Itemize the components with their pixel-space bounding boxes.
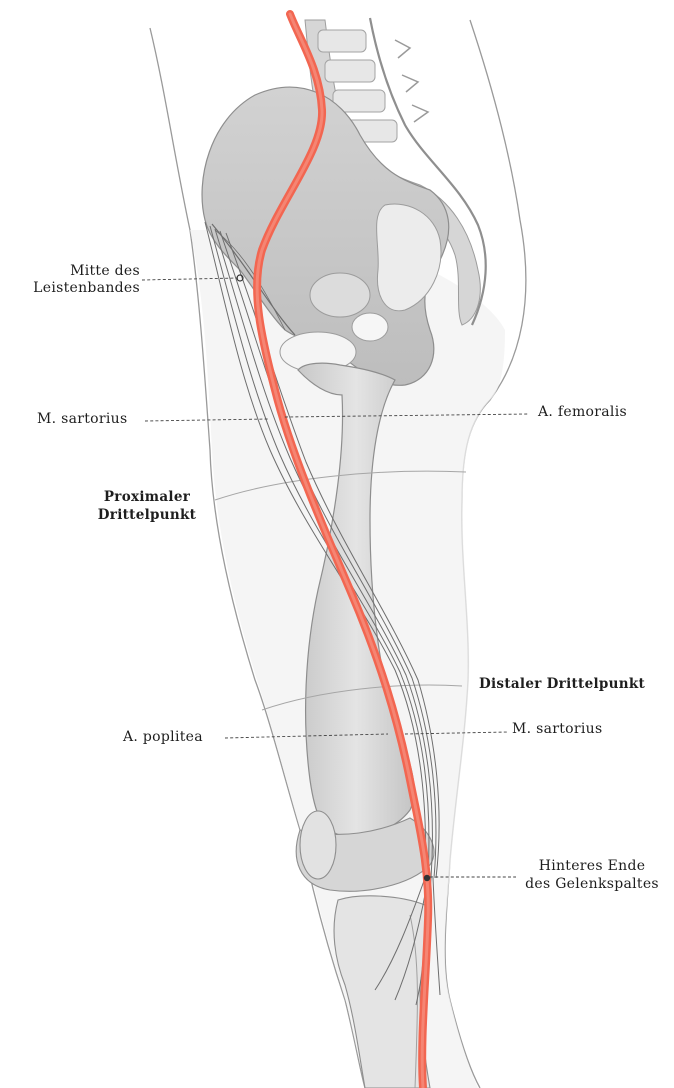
tibia bbox=[334, 896, 430, 1088]
label-mitte-des: Mitte des bbox=[24, 263, 140, 280]
label-m-sartorius-upper: M. sartorius bbox=[37, 411, 128, 428]
label-distaler-drittelpunkt: Distaler Drittelpunkt bbox=[479, 676, 645, 693]
label-leistenbandes: Leistenbandes bbox=[10, 280, 140, 297]
label-drittelpunkt: Drittelpunkt bbox=[82, 507, 212, 524]
label-m-sartorius-lower: M. sartorius bbox=[512, 721, 603, 738]
label-hinteres-ende: Hinteres Ende bbox=[512, 858, 672, 875]
joint-space-dot bbox=[424, 875, 430, 881]
label-a-femoralis: A. femoralis bbox=[538, 404, 627, 421]
label-proximaler: Proximaler bbox=[82, 489, 212, 506]
label-a-poplitea: A. poplitea bbox=[123, 729, 203, 746]
label-gelenkspaltes: des Gelenkspaltes bbox=[512, 876, 672, 893]
